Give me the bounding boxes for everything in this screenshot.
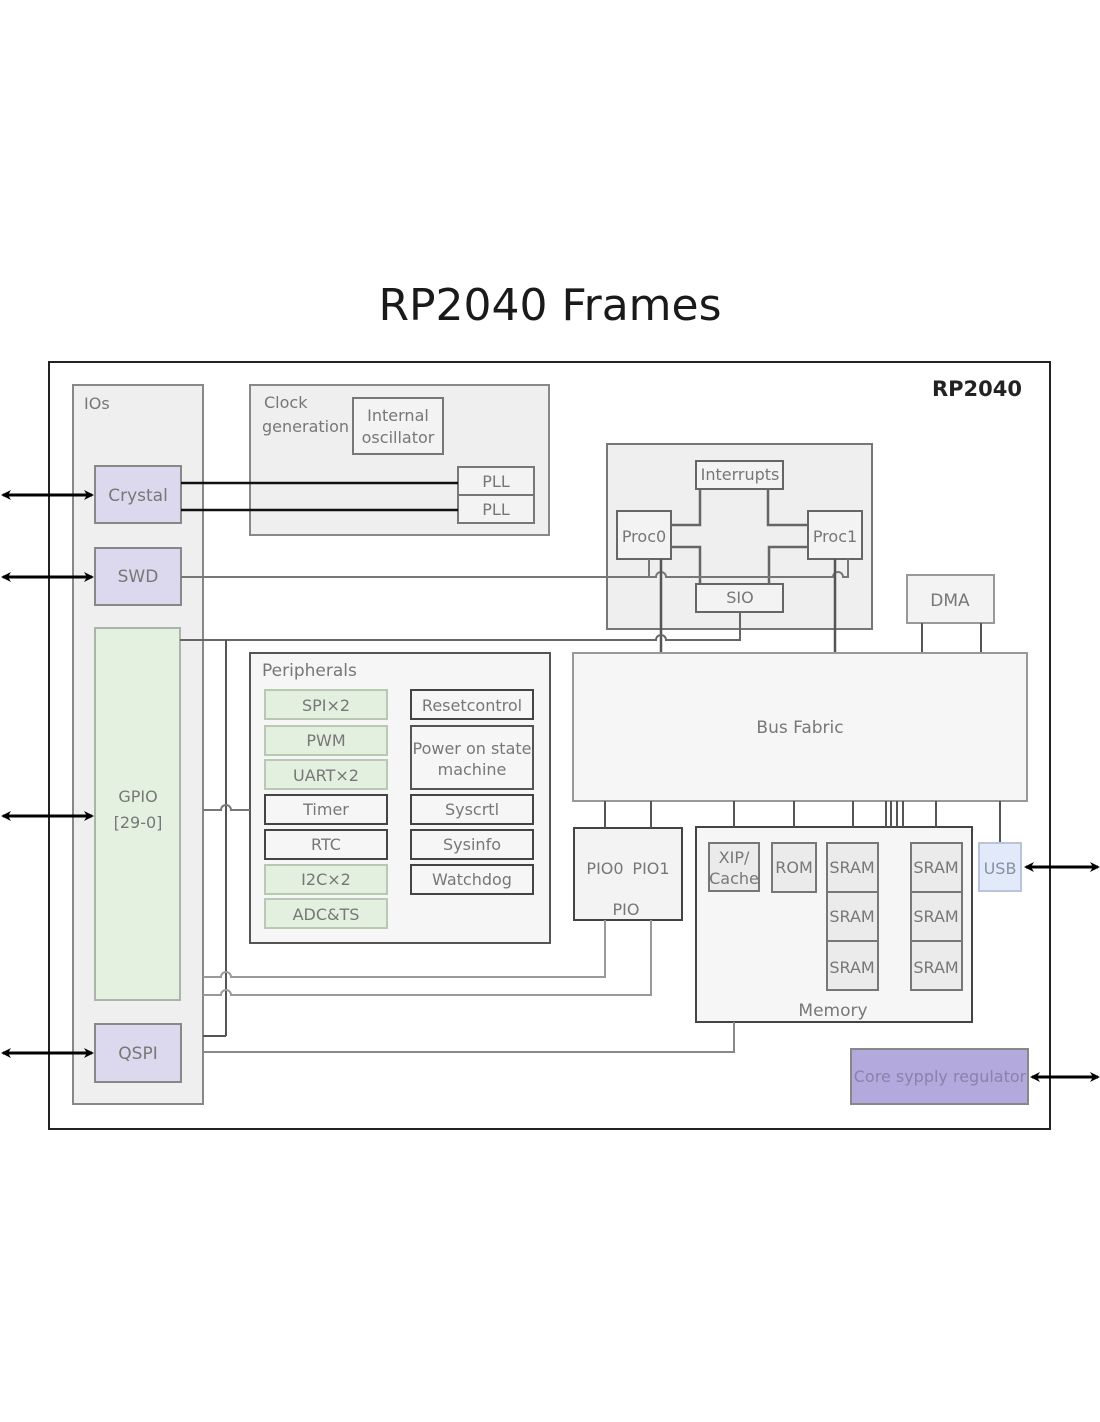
core-supply-regulator-label: Core sypply regulator (854, 1067, 1027, 1086)
swd-label: SWD (118, 567, 159, 587)
qspi-label: QSPI (118, 1044, 157, 1064)
peripherals-left-column: SPI×2 PWM UART×2 Timer RTC I2C×2 ADC&TS (264, 689, 388, 929)
peripheral-timer (264, 794, 388, 825)
processor-interconnect (671, 489, 808, 584)
qspi-block (94, 1023, 182, 1083)
xip-cache-block (708, 842, 760, 892)
sio-gpio-line (180, 612, 741, 641)
peripherals-right-column: Resetcontrol Power on state machine Sysc… (410, 689, 534, 895)
pio-block (573, 827, 683, 921)
pio-label: PIO (613, 900, 640, 919)
pio0-label: PIO0 (586, 859, 623, 878)
proc0-label: Proc0 (622, 527, 666, 546)
peripheral-watchdog-label: Watchdog (432, 870, 512, 889)
sram-block (826, 891, 879, 942)
clock-label-line2: generation (262, 417, 349, 436)
usb-label: USB (984, 859, 1017, 878)
peripheral-adc (264, 898, 388, 929)
sram-block (910, 842, 963, 893)
memory-bus-lines (733, 801, 1001, 843)
peripheral-timer-label: Timer (302, 800, 349, 819)
bus-fabric-block (572, 652, 1028, 802)
bus-fabric-label: Bus Fabric (756, 718, 843, 738)
crystal-block (94, 465, 182, 524)
swd-block (94, 547, 182, 606)
pll-block-2 (457, 494, 535, 524)
oscillator-label-line1: Internal (367, 406, 429, 425)
oscillator-label-line2: oscillator (362, 428, 435, 447)
sram-bank-1: SRAM SRAM SRAM (826, 842, 879, 991)
peripheral-pwm-label: PWM (306, 731, 345, 750)
sram-label: SRAM (829, 858, 874, 877)
peripheral-uart-label: UART×2 (293, 766, 359, 785)
sram-label: SRAM (913, 958, 958, 977)
peripheral-psm-label-2: machine (438, 760, 507, 779)
pll-label-1: PLL (482, 472, 510, 491)
sram-label: SRAM (829, 958, 874, 977)
sram-label: SRAM (913, 907, 958, 926)
chip-label: RP2040 (932, 377, 1022, 401)
crystal-label: Crystal (108, 486, 168, 506)
peripheral-psm-label-1: Power on state (412, 739, 531, 758)
interrupts-label: Interrupts (701, 465, 780, 484)
peripheral-watchdog (410, 864, 534, 895)
sram-block (826, 940, 879, 991)
gpio-peripheral-line (203, 804, 250, 811)
peripheral-i2c (264, 864, 388, 895)
peripheral-sysinfo-label: Sysinfo (443, 835, 501, 854)
peripheral-rtc-label: RTC (311, 835, 341, 854)
pio1-gpio-line (203, 920, 652, 996)
rom-label: ROM (775, 858, 813, 877)
xip-label-line2: Cache (709, 869, 759, 888)
peripheral-spi (264, 689, 388, 720)
xip-label-line1: XIP/ (719, 848, 750, 867)
peripheral-syscrtl (410, 794, 534, 825)
ios-label: IOs (84, 394, 110, 413)
memory-label: Memory (798, 1001, 867, 1021)
peripheral-uart (264, 759, 388, 790)
proc1-block (807, 510, 863, 560)
pio0-gpio-line (203, 920, 606, 978)
sram-label: SRAM (829, 907, 874, 926)
qspi-memory-line (203, 1022, 735, 1053)
peripheral-rtc (264, 829, 388, 860)
sram-block (910, 940, 963, 991)
peripheral-power-on-state-machine (410, 725, 534, 790)
peripheral-pwm (264, 725, 388, 756)
peripheral-spi-label: SPI×2 (302, 696, 350, 715)
peripheral-resetcontrol (410, 689, 534, 720)
peripheral-adc-label: ADC&TS (293, 905, 360, 924)
peripheral-syscrtl-label: Syscrtl (445, 800, 499, 819)
rom-block (771, 842, 817, 893)
gpio-label: GPIO (118, 787, 157, 806)
pio1-label: PIO1 (632, 859, 669, 878)
interrupts-block (695, 460, 784, 490)
peripheral-resetcontrol-label: Resetcontrol (422, 696, 522, 715)
core-supply-regulator-block (850, 1048, 1029, 1105)
gpio-block (94, 627, 181, 1001)
clock-label-line1: Clock (264, 393, 308, 412)
pll-label-2: PLL (482, 500, 510, 519)
gpio-range-label: [29-0] (114, 813, 163, 832)
dma-label: DMA (930, 591, 970, 611)
sram-label: SRAM (913, 858, 958, 877)
dma-block (906, 574, 995, 624)
internal-oscillator-block (352, 397, 444, 455)
peripherals-label: Peripherals (262, 661, 357, 681)
sram-bank-2: SRAM SRAM SRAM (910, 842, 963, 991)
proc0-block (616, 510, 672, 560)
swd-debug-line (181, 559, 849, 578)
peripheral-sysinfo (410, 829, 534, 860)
diagram-title: RP2040 Frames (378, 280, 722, 331)
peripheral-i2c-label: I2C×2 (301, 870, 351, 889)
proc1-label: Proc1 (813, 527, 857, 546)
sio-label: SIO (726, 588, 753, 607)
usb-block (978, 842, 1022, 892)
